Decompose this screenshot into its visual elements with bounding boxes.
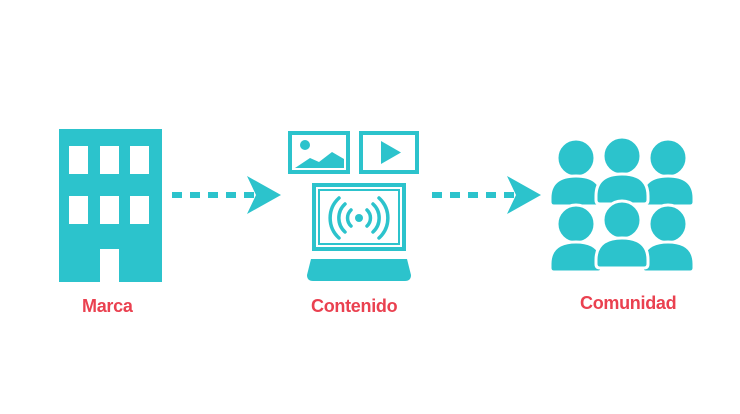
community-people-icon bbox=[546, 134, 696, 284]
dashed-arrow-marca-to-contenido bbox=[172, 175, 284, 215]
node-label-marca: Marca bbox=[82, 296, 133, 316]
node-label-contenido: Contenido bbox=[311, 296, 398, 316]
content-laptop-icon bbox=[305, 181, 413, 283]
image-icon bbox=[288, 131, 350, 174]
video-icon bbox=[359, 131, 419, 174]
building-icon bbox=[59, 129, 162, 282]
node-label-comunidad: Comunidad bbox=[580, 293, 677, 313]
dashed-arrow-contenido-to-comunidad bbox=[432, 175, 544, 215]
